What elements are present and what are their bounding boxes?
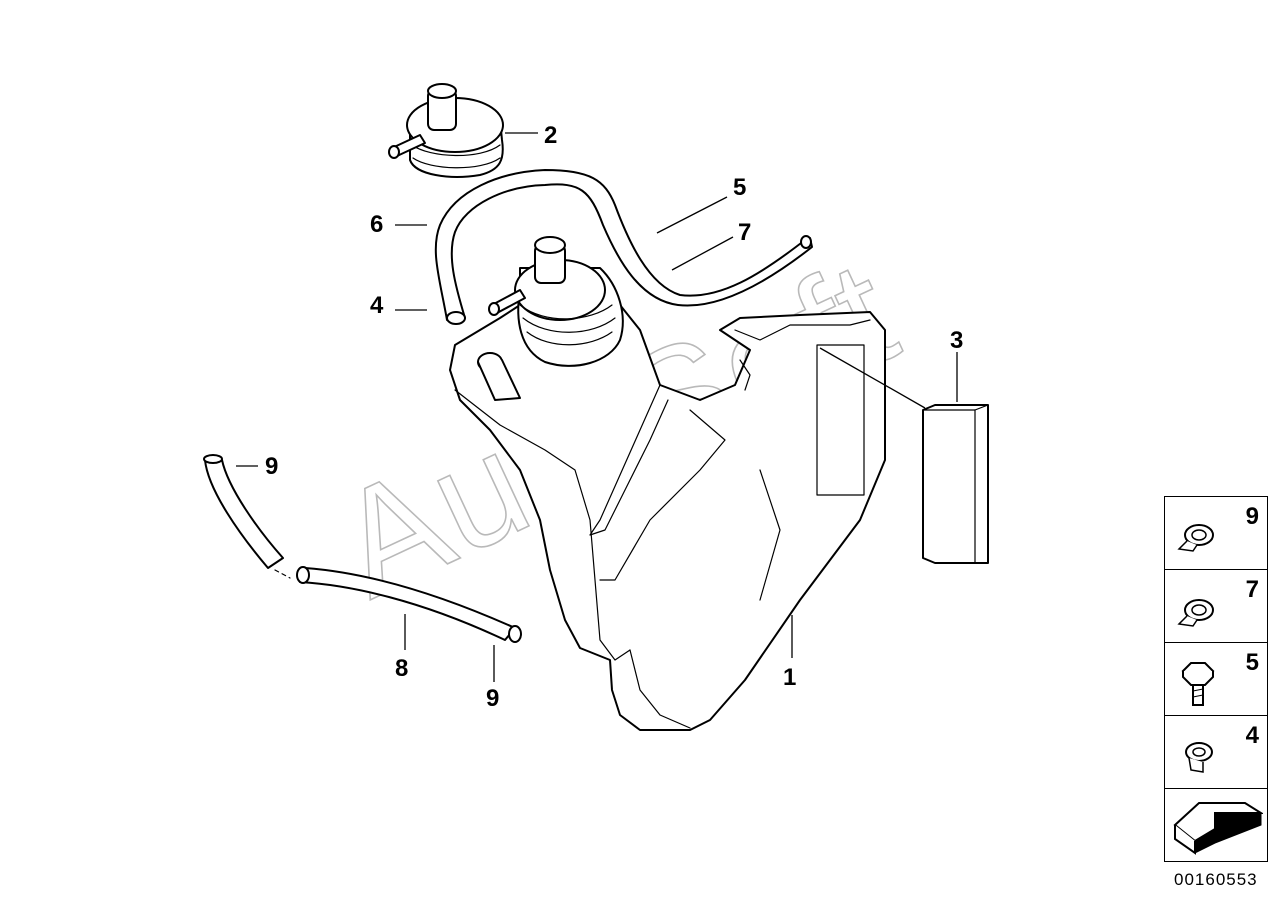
callout-5: 5 [733,174,746,201]
hose-clamp-icon [1185,742,1213,773]
legend-number: 5 [1245,649,1259,676]
callouts: 2 6 4 5 7 3 1 9 8 9 [265,122,963,712]
callout-6: 6 [370,211,383,238]
arrow-icon [1173,802,1263,855]
washer-hose [434,169,813,325]
sealing-block [922,404,989,564]
parts-legend: 9 7 5 4 [1164,496,1268,862]
lower-hoses [203,454,522,643]
legend-item: 5 [1165,643,1267,716]
hex-bolt-icon [1181,662,1215,706]
legend-number: 7 [1245,576,1259,603]
callout-3: 3 [950,327,963,354]
legend-item: 4 [1165,716,1267,789]
leader-lines [236,132,958,682]
hose-clamp-icon [1177,599,1214,627]
hose-clamp-icon [1177,524,1214,552]
callout-4: 4 [370,292,384,319]
legend-number: 4 [1245,722,1259,749]
callout-1: 1 [783,664,796,691]
callout-8: 8 [395,655,408,682]
callout-2: 2 [544,122,557,149]
legend-number: 9 [1245,503,1259,530]
callout-7: 7 [738,219,751,246]
callout-9-upper: 9 [265,453,278,480]
callout-9-lower: 9 [486,685,499,712]
washer-pump-on-tank [488,236,624,367]
legend-item: 9 [1165,497,1267,570]
legend-item [1165,789,1267,861]
legend-item: 7 [1165,570,1267,643]
document-number: 00160553 [1174,870,1258,889]
reservoir-tank [449,304,886,731]
washer-pump [388,83,504,178]
